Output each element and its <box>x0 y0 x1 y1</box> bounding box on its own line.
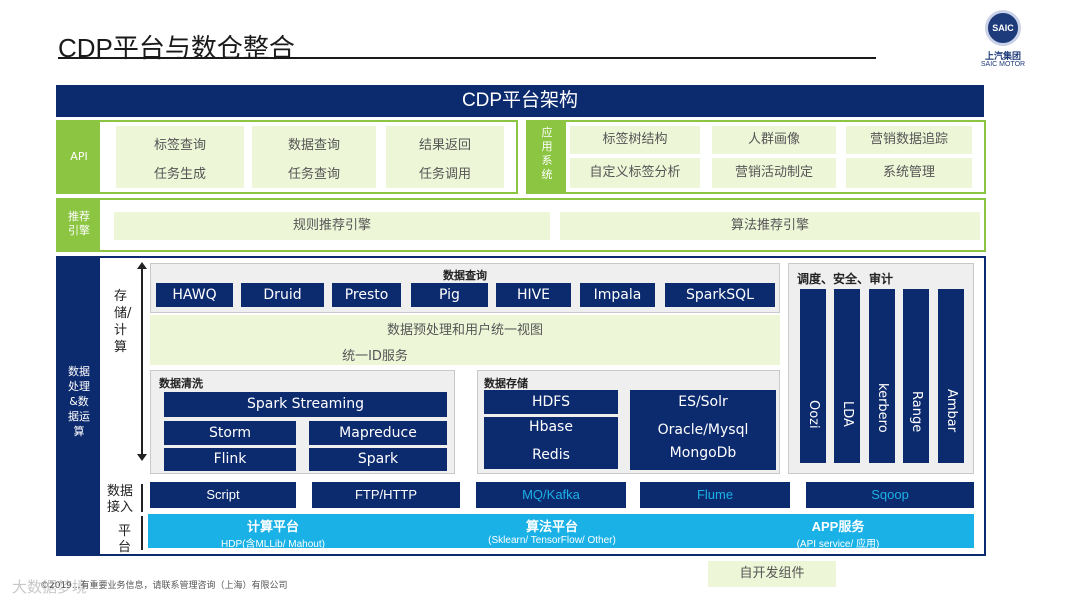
app-item-5: 营销活动制定 <box>712 158 836 188</box>
platform-arrow-line <box>141 516 143 550</box>
storage-db-group: ES/Solr Oracle/Mysql MongoDb <box>630 390 776 470</box>
preprocess-line2: 统一ID服务 <box>342 349 408 364</box>
sched-kerbero: kerbero <box>869 289 895 463</box>
preprocess-box: 数据预处理和用户统一视图 统一ID服务 <box>150 315 780 365</box>
clean-flink: Flink <box>164 448 296 471</box>
api-group-3-line2: 任务调用 <box>418 167 471 182</box>
platform-bar: 计算平台 HDP(含MLLib/ Mahout) 算法平台 (Sklearn/ … <box>148 514 974 550</box>
engine-druid: Druid <box>241 283 324 307</box>
api-group-1-line1: 标签查询 <box>153 138 206 153</box>
clean-storm: Storm <box>164 421 296 445</box>
storage-redis: Redis <box>532 447 570 463</box>
ingest-ftp-http: FTP/HTTP <box>312 482 460 508</box>
api-section: API 标签查询 任务生成 数据查询 任务查询 结果返回 任务调用 <box>56 120 518 194</box>
sched-range: Range <box>903 289 929 463</box>
api-group-3-line1: 结果返回 <box>418 138 471 153</box>
watermark: 大数据梦境 <box>12 578 88 596</box>
ingest-script: Script <box>150 482 296 508</box>
platform-app-sub: (API service/ 应用) <box>796 539 880 550</box>
storage-compute-label: 存储/计算 <box>114 289 132 355</box>
ingest-arrow-line <box>141 484 143 512</box>
data-query-title: 数据查询 <box>443 269 487 282</box>
logo-name-en: SAIC MOTOR <box>980 61 1026 68</box>
app-system-label-text: 应用系统 <box>541 126 553 181</box>
app-item-1: 标签树结构 <box>570 126 700 154</box>
platform-compute: 计算平台 HDP(含MLLib/ Mahout) <box>208 516 338 550</box>
api-label: API <box>58 122 100 192</box>
storage-hbase: Hbase <box>529 419 573 435</box>
storage-mongodb: MongoDb <box>669 445 737 461</box>
engine-impala: Impala <box>580 283 655 307</box>
storage-es-solr: ES/Solr <box>678 394 728 410</box>
scheduling-title: 调度、安全、审计 <box>797 272 894 286</box>
sched-ambar: Ambar <box>938 289 964 463</box>
storage-compute-arrow-line <box>141 264 143 456</box>
legend-self-developed: 自开发组件 <box>708 561 836 587</box>
app-system-label: 应用系统 <box>528 122 566 192</box>
engine-hive: HIVE <box>496 283 571 307</box>
logo-emblem-text: SAIC <box>992 23 1014 33</box>
platform-label: 平台 <box>118 524 132 555</box>
engine-presto: Presto <box>332 283 401 307</box>
data-cleaning-group: 数据清洗 Spark Streaming Storm Mapreduce Fli… <box>150 370 455 474</box>
processing-label-text: 数据处理&数据运算 <box>68 365 90 438</box>
data-storage-group: 数据存储 HDFS Hbase Redis ES/Solr Oracle/Mys… <box>477 370 780 474</box>
app-item-3: 营销数据追踪 <box>846 126 972 154</box>
app-item-4: 自定义标签分析 <box>570 158 700 188</box>
platform-compute-sub: HDP(含MLLib/ Mahout) <box>221 539 325 550</box>
sched-lda: LDA <box>834 289 860 463</box>
preprocess-line1: 数据预处理和用户统一视图 <box>386 323 543 338</box>
engine-sparksql: SparkSQL <box>665 283 775 307</box>
api-group-1: 标签查询 任务生成 <box>116 126 244 188</box>
arrow-up-icon <box>137 262 147 269</box>
api-group-1-line2: 任务生成 <box>153 167 206 182</box>
api-group-2-line2: 任务查询 <box>287 167 340 182</box>
platform-algorithm: 算法平台 (Sklearn/ TensorFlow/ Other) <box>474 516 630 546</box>
data-storage-title: 数据存储 <box>484 377 528 390</box>
api-group-2-line1: 数据查询 <box>287 138 340 153</box>
title-underline <box>58 57 876 59</box>
algo-recommend-engine: 算法推荐引擎 <box>560 212 980 240</box>
storage-oracle-mysql: Oracle/Mysql <box>657 422 749 438</box>
arrow-down-icon <box>137 454 147 461</box>
clean-spark: Spark <box>309 448 447 471</box>
ingest-mq-kafka: MQ/Kafka <box>476 482 626 508</box>
engine-hawq: HAWQ <box>156 283 233 307</box>
storage-hbase-redis: Hbase Redis <box>484 417 618 469</box>
platform-algorithm-title: 算法平台 <box>525 519 578 534</box>
logo-name-cn: 上汽集团 <box>984 52 1021 62</box>
data-query-group: 数据查询 HAWQ Druid Presto Pig HIVE Impala S… <box>150 263 780 313</box>
app-system-section: 应用系统 标签树结构 人群画像 营销数据追踪 自定义标签分析 营销活动制定 系统… <box>526 120 986 194</box>
logo-emblem-icon: SAIC <box>985 10 1021 46</box>
storage-hdfs: HDFS <box>484 390 618 414</box>
platform-compute-title: 计算平台 <box>246 519 299 534</box>
platform-app-title: APP服务 <box>811 519 865 534</box>
data-cleaning-title: 数据清洗 <box>159 377 203 390</box>
recommend-label-text: 推荐引擎 <box>68 210 90 237</box>
clean-mapreduce: Mapreduce <box>309 421 447 445</box>
scheduling-group: 调度、安全、审计 Oozi LDA kerbero Range Ambar <box>788 263 974 474</box>
ingest-sqoop: Sqoop <box>806 482 974 508</box>
ingest-label: 数据接入 <box>106 484 133 515</box>
footer-text: ©2019...有重要业务信息，请联系管理咨询（上海）有限公司 <box>40 581 288 591</box>
processing-label-bar: 数据处理&数据运算 <box>58 258 100 554</box>
rule-recommend-engine: 规则推荐引擎 <box>114 212 550 240</box>
clean-spark-streaming: Spark Streaming <box>164 392 447 417</box>
saic-logo: SAIC 上汽集团 SAIC MOTOR <box>978 10 1028 72</box>
app-item-6: 系统管理 <box>846 158 972 188</box>
recommend-label: 推荐引擎 <box>58 200 100 250</box>
engine-pig: Pig <box>411 283 488 307</box>
page-title: CDP平台与数仓整合 <box>58 33 295 63</box>
api-group-2: 数据查询 任务查询 <box>252 126 376 188</box>
platform-app: APP服务 (API service/ 应用) <box>778 516 898 550</box>
ingest-flume: Flume <box>640 482 790 508</box>
recommend-section: 推荐引擎 规则推荐引擎 算法推荐引擎 <box>56 198 986 252</box>
platform-algorithm-sub: (Sklearn/ TensorFlow/ Other) <box>488 535 616 546</box>
architecture-header: CDP平台架构 <box>56 85 984 117</box>
api-group-3: 结果返回 任务调用 <box>386 126 504 188</box>
sched-oozi: Oozi <box>800 289 826 463</box>
app-item-2: 人群画像 <box>712 126 836 154</box>
